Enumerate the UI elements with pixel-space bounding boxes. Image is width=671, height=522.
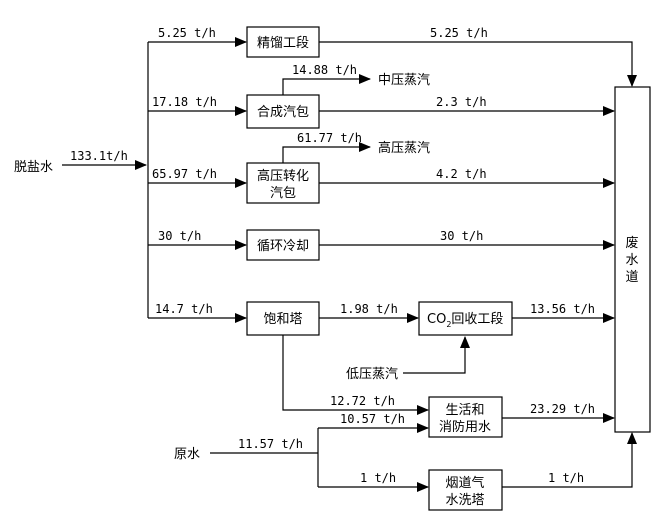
synthesis-drum-label: 合成汽包	[257, 105, 309, 120]
wastewater-label-1: 废	[625, 235, 638, 251]
flue-gas-scrubber-label-1: 烟道气	[445, 475, 484, 491]
arrow-flue-gas-to-wastewater	[502, 432, 637, 488]
saturation-tower-box	[246, 301, 320, 336]
medium-pressure-steam-label: 中压蒸汽	[378, 73, 430, 88]
flow-hp-shift-out: 4.2 t/h	[436, 167, 487, 181]
desalted-water-label: 脱盐水	[14, 160, 53, 175]
co2-recovery-suffix: 回收工段	[451, 312, 503, 327]
domestic-fire-water-label-1: 生活和	[445, 403, 484, 418]
hp-shift-drum-label-2: 汽包	[270, 186, 296, 201]
co2-recovery-subscript: 2	[446, 320, 451, 329]
arrow-hp-steam	[282, 142, 371, 163]
flow-to-hp-shift-drum: 65.97 t/h	[152, 167, 217, 181]
flow-raw-to-domestic: 10.57 t/h	[340, 412, 405, 426]
flow-domestic-out: 23.29 t/h	[530, 402, 595, 416]
flow-cooling-out: 30 t/h	[440, 229, 483, 243]
saturation-tower-label: 饱和塔	[263, 312, 302, 327]
flow-to-cooling: 30 t/h	[158, 229, 201, 243]
flow-synthesis-steam: 14.88 t/h	[292, 63, 357, 77]
flow-to-rectification: 5.25 t/h	[158, 26, 216, 40]
flow-saturation-to-co2: 1.98 t/h	[340, 302, 398, 316]
flow-to-synthesis-drum: 17.18 t/h	[152, 95, 217, 109]
raw-water-flow: 11.57 t/h	[238, 437, 303, 451]
cooling-box	[246, 229, 320, 261]
high-pressure-steam-label: 高压蒸汽	[378, 140, 430, 156]
flow-saturation-to-domestic: 12.72 t/h	[330, 394, 395, 408]
co2-recovery-label: CO2回收工段	[427, 312, 503, 329]
arrow-saturation-to-domestic	[282, 335, 429, 415]
flow-to-saturation-tower: 14.7 t/h	[155, 302, 213, 316]
flow-rectification-out: 5.25 t/h	[430, 26, 488, 40]
flow-raw-to-flue-gas: 1 t/h	[360, 471, 396, 485]
low-pressure-steam-label: 低压蒸汽	[346, 367, 398, 382]
hp-shift-drum-label-1: 高压转化	[257, 168, 309, 184]
wastewater-label-3: 道	[625, 270, 638, 285]
flue-gas-scrubber-box	[428, 469, 503, 511]
flow-flue-gas-out: 1 t/h	[548, 471, 584, 485]
arrow-rectification-to-wastewater	[319, 41, 637, 87]
flow-hp-shift-steam: 61.77 t/h	[297, 131, 362, 145]
raw-water-label: 原水	[174, 447, 200, 462]
rectification-label: 精馏工段	[257, 36, 309, 51]
cooling-label: 循环冷却	[257, 239, 309, 254]
flow-co2-out: 13.56 t/h	[530, 302, 595, 316]
co2-recovery-prefix: CO	[427, 312, 446, 327]
domestic-fire-water-box	[428, 396, 503, 438]
synthesis-drum-box	[246, 94, 320, 129]
arrow-lp-steam-to-co2	[403, 336, 470, 374]
flow-synthesis-out: 2.3 t/h	[436, 95, 487, 109]
flue-gas-scrubber-label-2: 水洗塔	[445, 493, 484, 508]
arrow-synthesis-steam	[282, 74, 371, 95]
rectification-box	[246, 26, 320, 58]
domestic-fire-water-label-2: 消防用水	[439, 419, 491, 435]
wastewater-label-2: 水	[625, 253, 638, 268]
co2-recovery-box	[418, 301, 513, 336]
desalted-water-flow: 133.1t/h	[70, 149, 128, 163]
wastewater-channel-box	[614, 86, 651, 433]
